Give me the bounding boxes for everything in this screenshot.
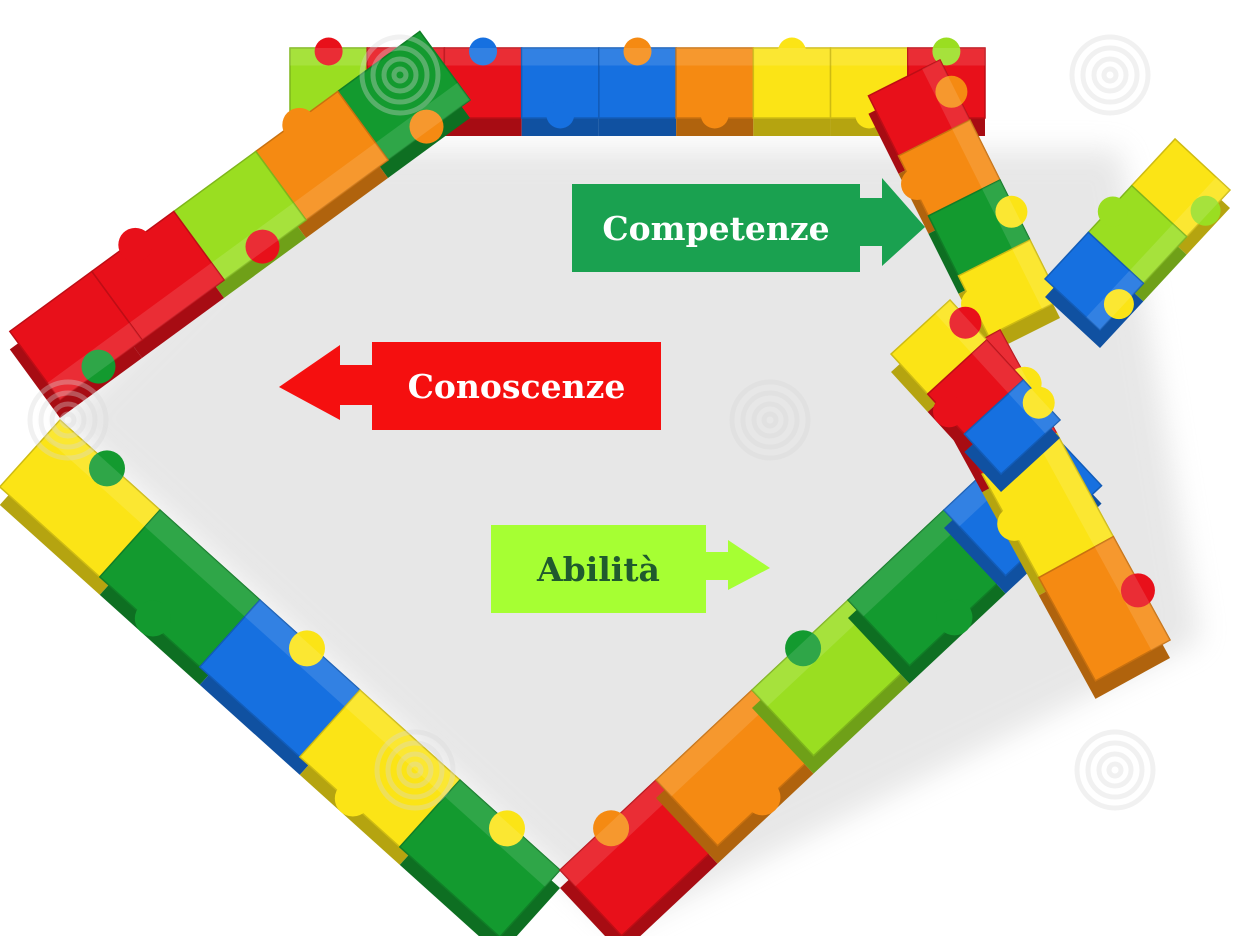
watermark-spiral-icon [27,379,109,461]
puzzle-piece-knob [936,599,973,636]
puzzle-piece-highlight [375,82,470,160]
puzzle-piece-highlight [290,48,368,66]
puzzle-piece-knob [935,75,968,108]
puzzle-piece-knob [932,395,965,428]
puzzle-piece-knob [995,195,1028,228]
puzzle-piece [8,270,144,402]
puzzle-piece-highlight [907,48,985,66]
puzzle-piece-knob [81,349,116,384]
puzzle-piece-knob [1103,289,1134,320]
puzzle-piece-highlight [1008,380,1060,434]
abilita-arrow [706,540,770,590]
puzzle-piece-highlight [1094,536,1170,651]
puzzle-piece-highlight [848,510,960,617]
puzzle-piece-knob [118,227,153,262]
puzzle-piece [398,778,562,936]
puzzle-piece-knob [901,167,934,200]
competenze-arrow [858,178,925,266]
conoscenze-arrow [279,345,375,420]
puzzle-piece-knob [932,37,961,66]
puzzle-piece-knob [785,630,822,667]
watermark-spiral-icon [359,34,441,116]
watermark-spiral-icon [1074,729,1156,811]
puzzle-piece-knob [288,630,325,667]
puzzle-piece-highlight [211,202,306,280]
puzzle-piece-highlight [1172,177,1230,237]
puzzle-piece-highlight [560,780,672,887]
puzzle-piece-highlight [444,780,560,887]
puzzle-piece-highlight [44,420,161,527]
puzzle-piece-knob [546,100,575,129]
puzzle-piece-knob [949,306,982,339]
puzzle-piece-knob [469,37,498,66]
watermark-spiral-icon [374,729,456,811]
competenze-label: Competenze [572,184,860,272]
puzzle-piece-highlight [521,48,599,66]
puzzle-piece-knob [314,37,343,66]
puzzle-piece-knob [282,107,317,142]
puzzle-piece-knob [744,779,781,816]
puzzle-piece-highlight [244,600,360,707]
puzzle-piece-highlight [935,300,987,354]
puzzle-piece-highlight [47,322,143,400]
puzzle-piece-highlight [1129,223,1187,284]
puzzle-piece-highlight [676,48,754,66]
puzzle-piece-knob [409,109,444,144]
watermark-spiral-icon [1069,34,1151,116]
puzzle-piece-highlight [656,690,768,797]
puzzle-piece-knob [623,37,652,66]
puzzle-piece-knob [245,229,280,264]
puzzle-frame [0,30,1232,936]
puzzle-piece-highlight [952,120,1000,189]
puzzle-piece-highlight [1038,433,1114,547]
puzzle-piece-highlight [971,340,1024,394]
puzzle-piece-highlight [598,48,677,66]
puzzle-piece-highlight [982,180,1030,249]
watermark-spiral-icon [729,379,811,461]
abilita-label: Abilità [491,525,706,613]
puzzle-piece-highlight [129,262,224,340]
conoscenze-label: Conoscenze [372,342,661,430]
puzzle-piece-knob [334,780,371,817]
puzzle-piece-highlight [922,60,970,129]
puzzle-piece-knob [1097,196,1128,227]
puzzle-piece-knob [1190,195,1221,226]
puzzle-piece-knob [88,450,125,487]
puzzle-piece-highlight [1086,270,1144,330]
watermark-layer [27,34,1156,811]
puzzle-piece-knob [1022,386,1055,419]
puzzle-piece-highlight [344,690,460,797]
puzzle-piece-highlight [144,510,260,617]
puzzle-piece-highlight [753,48,831,66]
puzzle-piece-highlight [293,142,388,220]
puzzle-piece-knob [593,810,630,847]
puzzle-piece-knob [134,600,171,637]
puzzle-piece-highlight [1012,240,1060,309]
puzzle-piece-knob [1120,573,1155,608]
puzzle-piece [1037,535,1172,682]
puzzle-piece-highlight [444,48,522,66]
puzzle-piece-knob [777,37,806,66]
puzzle-piece-knob [997,506,1032,541]
puzzle-piece-highlight [830,48,908,66]
puzzle-piece-highlight [752,600,864,707]
puzzle-piece-knob [700,100,729,129]
puzzle-piece-knob [488,810,525,847]
